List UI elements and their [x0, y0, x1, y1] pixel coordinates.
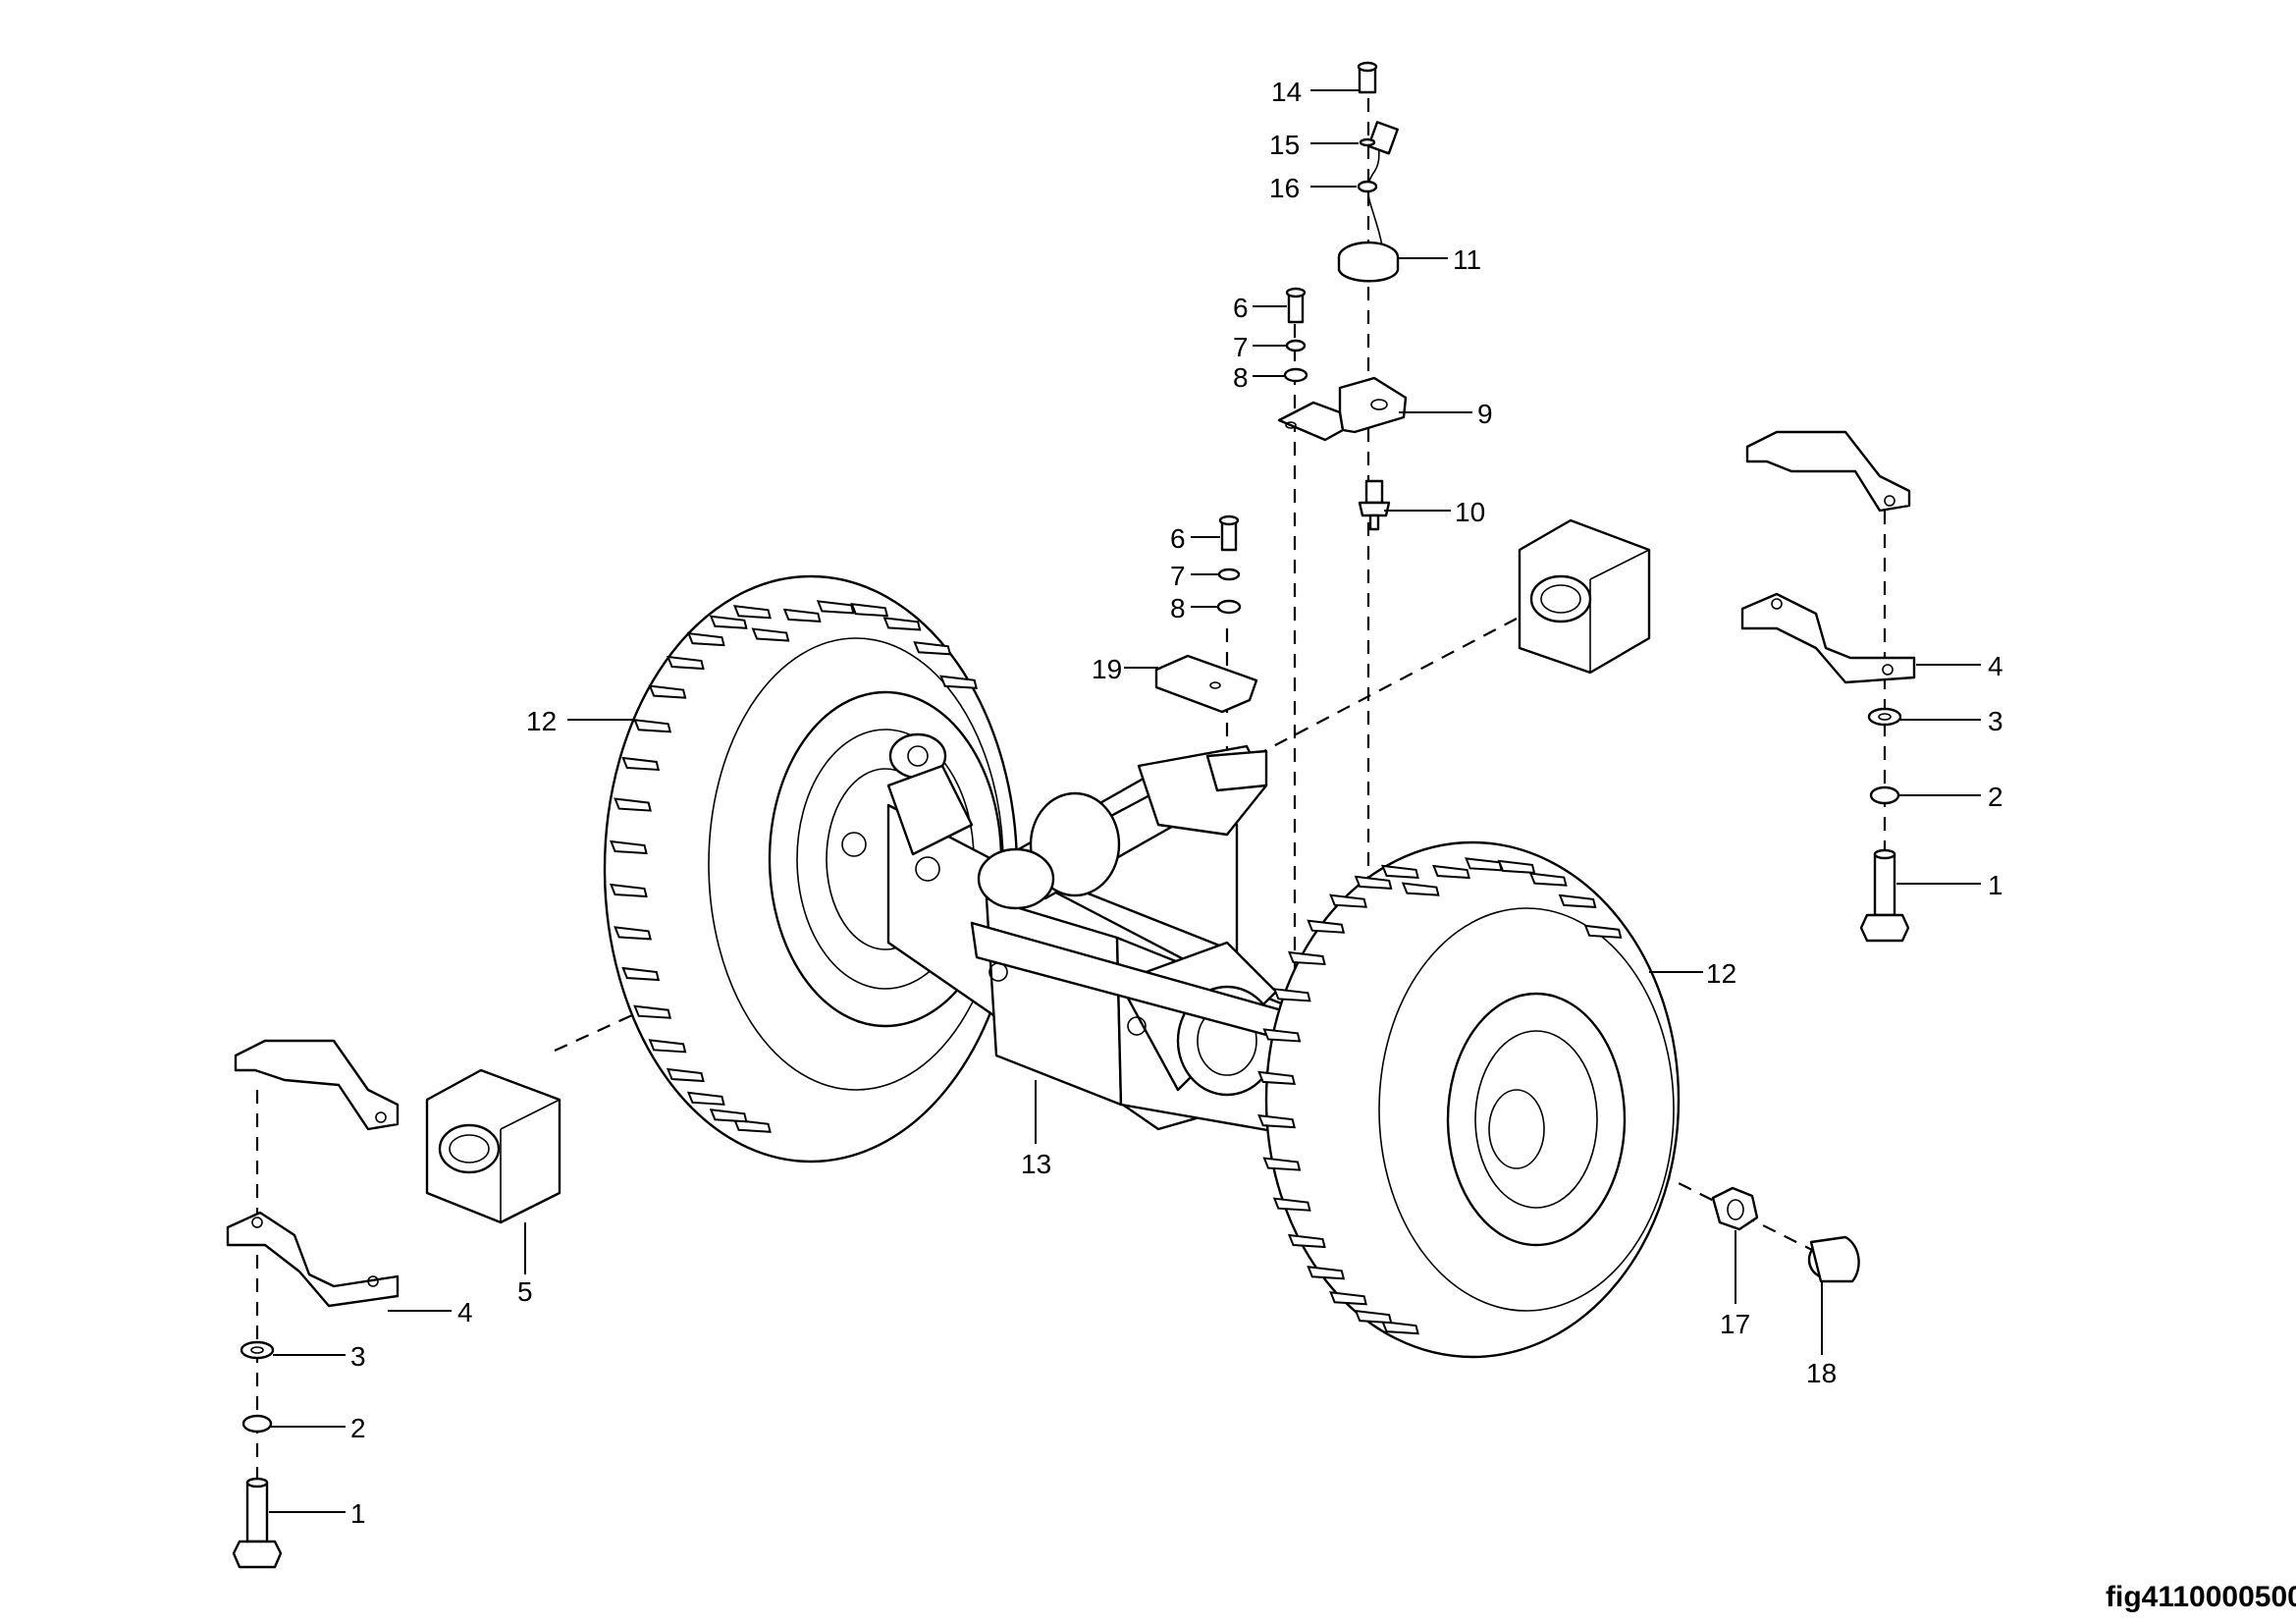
tread-slot: [1465, 857, 1503, 872]
tread-slot: [1287, 1233, 1326, 1249]
tread-slot: [709, 1109, 748, 1123]
speed-sensor: [1337, 121, 1400, 283]
tread-slot: [1272, 1197, 1311, 1212]
tread-slot: [732, 1118, 772, 1133]
tread-slot: [614, 926, 652, 941]
tread-slot: [1272, 988, 1311, 1002]
tread-slot: [609, 839, 648, 855]
callout-7: 7: [1170, 561, 1186, 591]
callout-3: 3: [1988, 706, 2003, 736]
tread-slot: [1354, 875, 1393, 890]
tread-slot: [1257, 1113, 1296, 1129]
callout-6: 6: [1233, 293, 1249, 323]
tread-slot: [1432, 864, 1470, 880]
figure-id: fig4110000500: [2106, 1581, 2296, 1613]
tread-slot: [648, 684, 687, 699]
callout-12: 12: [526, 706, 557, 736]
tread-slot: [1380, 864, 1419, 879]
callout-8: 8: [1170, 593, 1186, 623]
left-mount-group: [226, 1039, 561, 1569]
callout-labels: 14 15 16 11 6 7 8 9 10 6 7 8 19 12 12 4 …: [350, 77, 2003, 1529]
callout-8: 8: [1233, 362, 1249, 393]
tread-slot: [1257, 1070, 1296, 1085]
tread-slot: [1307, 1266, 1346, 1280]
callout-2: 2: [350, 1413, 366, 1443]
callout-6: 6: [1170, 523, 1186, 554]
callout-4: 4: [457, 1297, 473, 1327]
tread-slot: [709, 615, 748, 629]
tread-slot: [816, 600, 855, 615]
tread-slot: [686, 631, 725, 647]
tread-slot: [633, 1004, 672, 1019]
tread-slot: [686, 1091, 725, 1106]
tread-slot: [1354, 1309, 1393, 1325]
tread-slot: [732, 605, 772, 620]
tread-slot: [1401, 882, 1440, 896]
tread-slot: [666, 1067, 705, 1083]
tread-slot: [751, 627, 790, 642]
tread-slot: [1380, 1320, 1419, 1335]
assembly-centerlines: [255, 98, 1887, 1483]
callout-12: 12: [1706, 958, 1736, 989]
tread-slot: [609, 883, 648, 898]
tread-slot: [666, 655, 705, 671]
callout-10: 10: [1455, 497, 1485, 527]
tread-slot: [648, 1039, 687, 1054]
callout-17: 17: [1720, 1309, 1750, 1339]
tread-slot: [614, 797, 652, 812]
callout-13: 13: [1021, 1149, 1051, 1179]
sensor-bracket: [1277, 376, 1408, 442]
tread-slot: [850, 603, 889, 618]
tread-slot: [1262, 1028, 1302, 1043]
callout-7: 7: [1233, 332, 1249, 362]
callout-4: 4: [1988, 651, 2003, 681]
fasteners-upper: [1216, 61, 1391, 615]
right-wheel: [1257, 840, 1681, 1359]
tread-slot: [1497, 859, 1536, 874]
leader-lines: [269, 89, 1981, 1513]
tread-slot: [1307, 919, 1346, 934]
tread-slot: [1583, 924, 1623, 939]
right-mount-group: [1518, 430, 1916, 943]
callout-11: 11: [1453, 244, 1481, 275]
tread-slot: [913, 641, 952, 656]
callout-3: 3: [350, 1341, 366, 1372]
tread-slot: [782, 608, 822, 623]
callout-9: 9: [1477, 399, 1493, 429]
wheel-nut-and-cap: [1711, 1186, 1860, 1283]
tread-slot: [1287, 950, 1326, 966]
callout-14: 14: [1271, 77, 1302, 107]
callout-19: 19: [1092, 654, 1122, 684]
callout-2: 2: [1988, 782, 2003, 812]
tread-slot: [1528, 872, 1568, 887]
callout-1: 1: [350, 1498, 366, 1529]
callout-1: 1: [1988, 870, 2003, 900]
tread-slot: [1262, 1157, 1302, 1171]
tread-slot: [1329, 1291, 1367, 1306]
tread-slot: [1558, 893, 1597, 908]
tread-slot: [882, 617, 922, 631]
tread-slot: [1329, 893, 1367, 908]
tread-slot: [621, 756, 661, 772]
tread-slot: [633, 719, 672, 733]
callout-18: 18: [1806, 1358, 1837, 1388]
callout-16: 16: [1269, 173, 1300, 203]
callout-15: 15: [1269, 130, 1300, 160]
pad-plate: [1154, 654, 1258, 714]
callout-5: 5: [517, 1276, 533, 1307]
tread-slot: [939, 675, 978, 689]
tread-slot: [621, 966, 661, 982]
